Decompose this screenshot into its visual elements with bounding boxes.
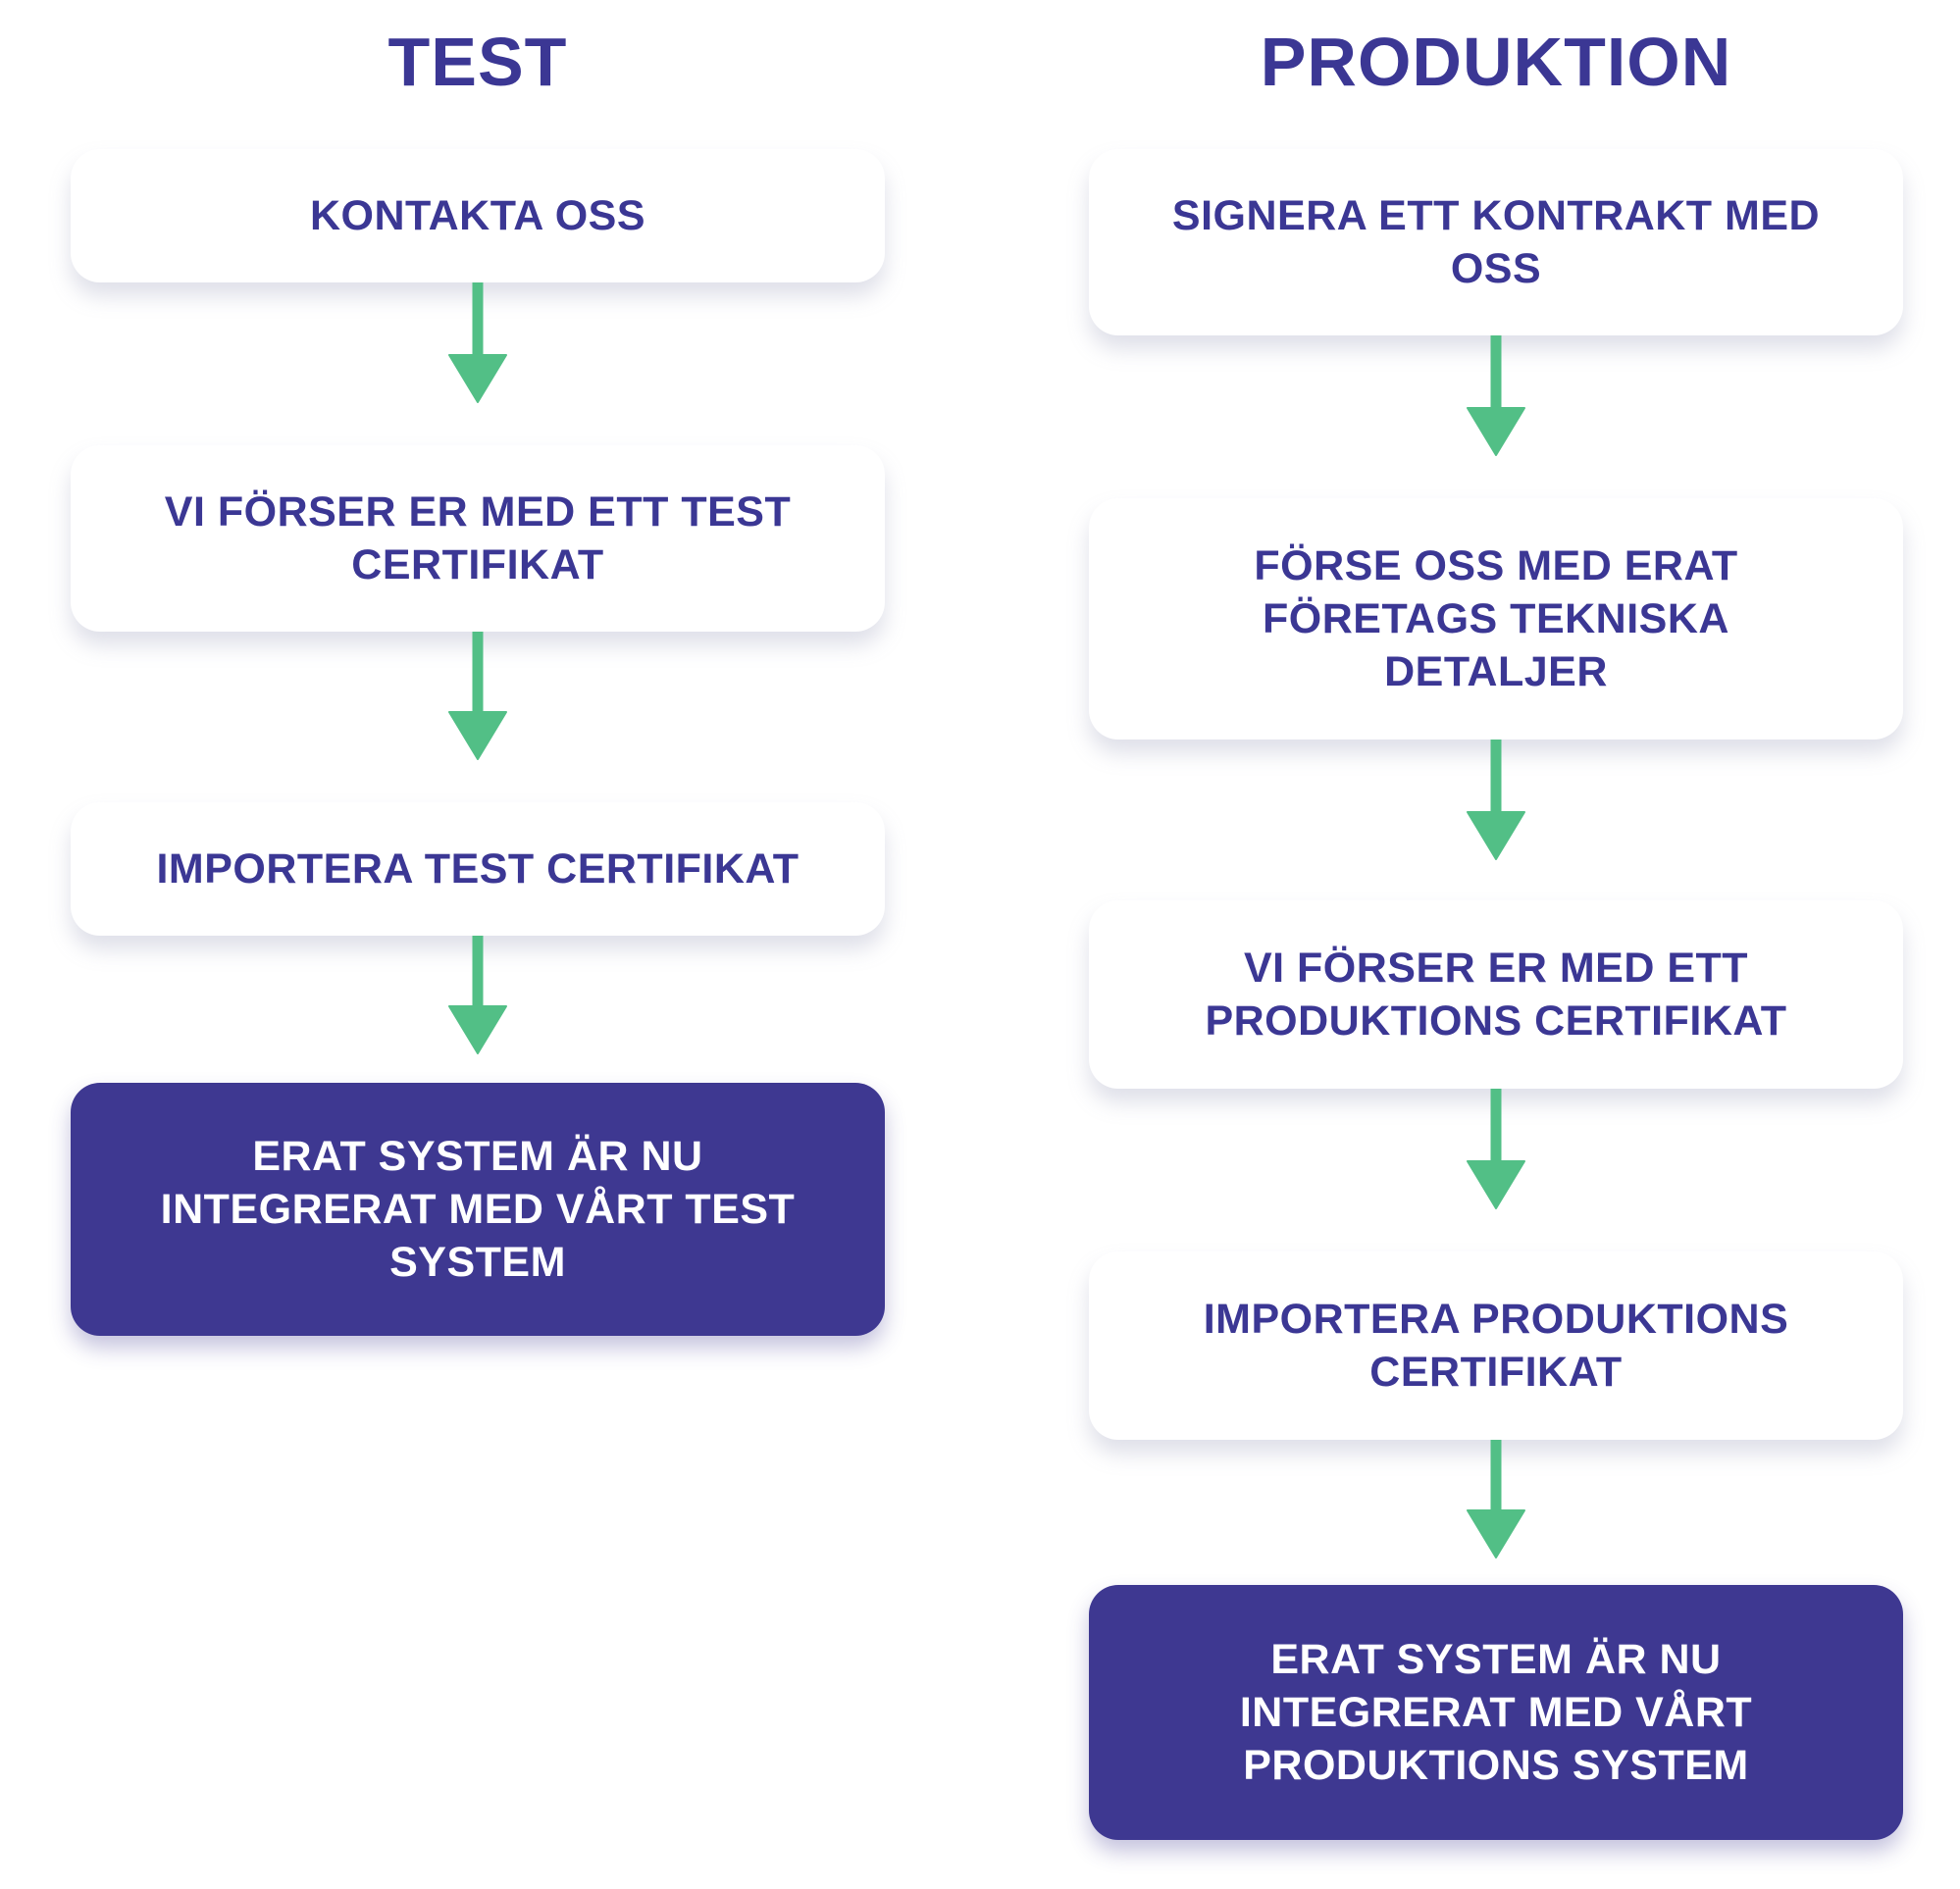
produktion-step-4: IMPORTERA PRODUKTIONS CERTIFIKAT xyxy=(1089,1251,1903,1440)
produktion-step-1: SIGNERA ETT KONTRAKT MED OSS xyxy=(1089,149,1903,335)
column-title-test: TEST xyxy=(387,24,568,100)
produktion-step-2: FÖRSE OSS MED ERAT FÖRETAGS TEKNISKA DET… xyxy=(1089,498,1903,740)
arrow-down-icon xyxy=(448,936,507,1054)
arrow-down-icon xyxy=(1467,740,1525,860)
produktion-step-3: VI FÖRSER ER MED ETT PRODUKTIONS CERTIFI… xyxy=(1089,900,1903,1089)
test-step-2: VI FÖRSER ER MED ETT TEST CERTIFIKAT xyxy=(71,445,885,632)
arrow-down-icon xyxy=(1467,1089,1525,1209)
arrow-down-icon xyxy=(448,282,507,403)
arrow-down-icon xyxy=(1467,335,1525,456)
column-title-produktion: PRODUKTION xyxy=(1260,24,1732,100)
test-step-3: IMPORTERA TEST CERTIFIKAT xyxy=(71,802,885,936)
arrow-down-icon xyxy=(448,632,507,760)
test-step-1: KONTAKTA OSS xyxy=(71,149,885,282)
arrow-down-icon xyxy=(1467,1440,1525,1558)
test-final-box: ERAT SYSTEM ÄR NU INTEGRERAT MED VÅRT TE… xyxy=(71,1083,885,1336)
produktion-final-box: ERAT SYSTEM ÄR NU INTEGRERAT MED VÅRT PR… xyxy=(1089,1585,1903,1840)
